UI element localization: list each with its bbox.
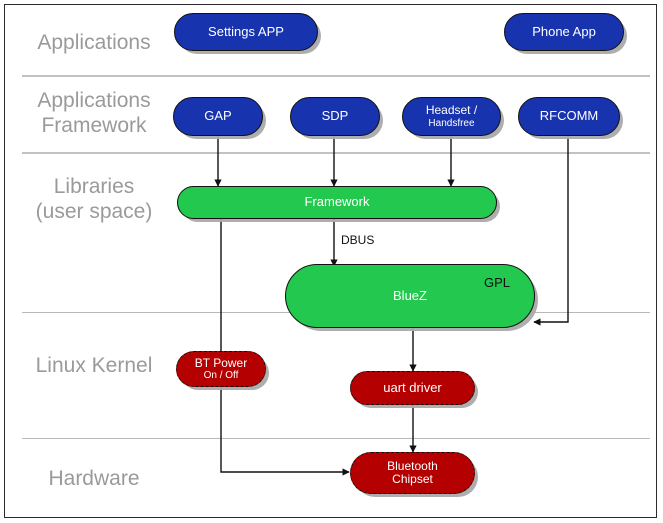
layer-label-libraries: Libraries (user space): [35, 175, 153, 223]
node-settings-app[interactable]: Settings APP: [174, 13, 318, 51]
node-gap[interactable]: GAP: [173, 97, 263, 136]
node-phone-app[interactable]: Phone App: [504, 13, 624, 51]
node-framework[interactable]: Framework: [177, 186, 497, 219]
node-rfcomm-label: RFCOMM: [539, 108, 599, 124]
node-bluez[interactable]: BlueZ GPL: [285, 264, 535, 328]
layer-label-applications-framework: Applications Framework: [37, 89, 151, 137]
node-settings-app-label: Settings APP: [208, 23, 284, 39]
node-headset-handsfree-sublabel: Handsfree: [428, 117, 475, 129]
layer-label-linux-kernel: Linux Kernel: [35, 354, 153, 377]
node-rfcomm[interactable]: RFCOMM: [518, 97, 620, 136]
node-bluetooth-chipset-sublabel: Chipset: [392, 472, 433, 486]
node-bluetooth-chipset[interactable]: Bluetooth Chipset: [350, 452, 475, 494]
edge-label-dbus: DBUS: [341, 233, 375, 247]
layer-label-hardware: Hardware: [48, 467, 140, 490]
layer-label-applications: Applications: [37, 31, 151, 54]
node-sdp-label: SDP: [321, 108, 349, 124]
node-framework-label: Framework: [304, 194, 370, 210]
node-sdp[interactable]: SDP: [290, 97, 380, 136]
node-bt-power-label: BT Power: [194, 355, 248, 370]
node-gap-label: GAP: [204, 108, 232, 124]
node-uart-driver[interactable]: uart driver: [350, 371, 475, 405]
node-bluez-badge-gpl: GPL: [483, 275, 510, 290]
node-bluez-label: BlueZ: [393, 287, 427, 303]
divider-applications: [22, 75, 650, 77]
node-uart-driver-label: uart driver: [383, 379, 442, 395]
node-bt-power[interactable]: BT Power On / Off: [176, 351, 266, 387]
node-bt-power-sublabel: On / Off: [203, 370, 239, 382]
node-headset-handsfree-label: Headset /: [425, 103, 478, 118]
node-bluetooth-chipset-label: Bluetooth: [387, 458, 438, 473]
divider-applications-framework: [22, 152, 650, 154]
diagram-frame: [4, 4, 657, 518]
divider-linux-kernel: [22, 438, 650, 439]
node-headset-handsfree[interactable]: Headset / Handsfree: [402, 97, 501, 136]
node-phone-app-label: Phone App: [532, 23, 596, 39]
